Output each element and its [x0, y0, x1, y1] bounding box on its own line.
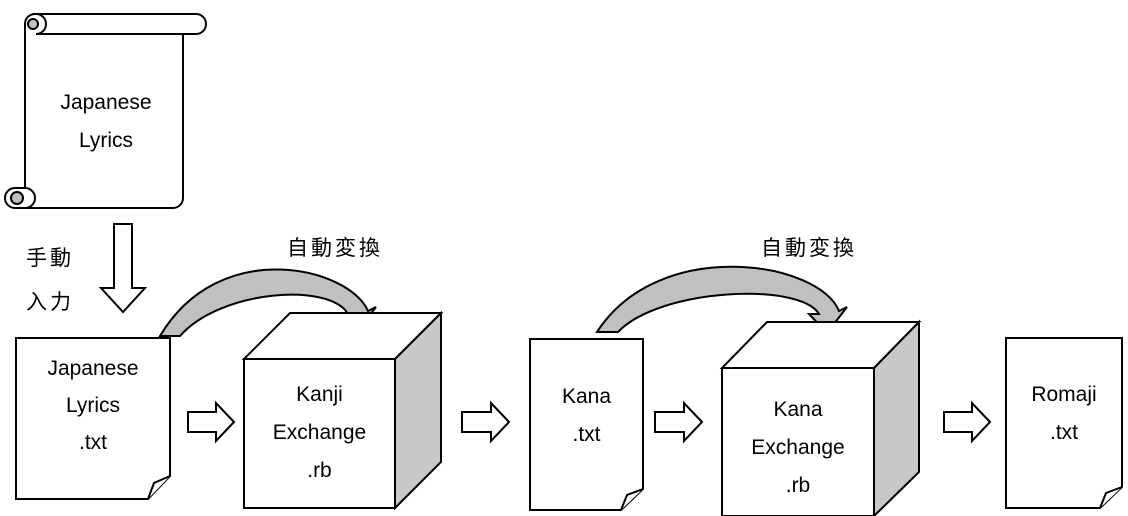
- doc-label-japanese-line-2: Lyrics: [65, 394, 121, 417]
- doc-label-japanese-line-1: Japanese: [47, 357, 139, 380]
- cube-kanji-exchange: [241, 310, 444, 511]
- lyrics-scroll-shape: [4, 12, 207, 209]
- cube-label-kanji-line-2: Exchange: [272, 421, 367, 444]
- step-arrow-3: [654, 400, 704, 444]
- auto-convert-label-2: 自動変換: [761, 236, 857, 260]
- doc-fold-romaji-txt: [1099, 486, 1123, 509]
- cube-label-kanji-exchange: Kanji Exchange .rb: [244, 376, 395, 490]
- cube-label-kanji-line-1: Kanji: [296, 383, 343, 406]
- doc-fold-kana-txt: [620, 488, 644, 511]
- cube-label-kana-exchange: Kana Exchange .rb: [722, 391, 874, 505]
- cube-label-kana-line-2: Exchange: [751, 436, 845, 459]
- cube-label-kana-line-1: Kana: [773, 398, 823, 421]
- scroll-label-line-2: Lyrics: [78, 129, 134, 152]
- step-arrow-1: [187, 400, 236, 444]
- step-arrow-4: [943, 400, 992, 444]
- manual-input-arrow: [98, 223, 148, 314]
- scroll-label: Japanese Lyrics: [36, 84, 176, 160]
- doc-label-kana-txt: Kana .txt: [530, 378, 643, 454]
- doc-label-kana-line-2: .txt: [572, 423, 601, 446]
- cube-label-kana-line-3: .rb: [785, 474, 811, 497]
- doc-label-romaji-line-2: .txt: [1049, 421, 1078, 444]
- doc-label-japanese-line-3: .txt: [78, 431, 107, 454]
- auto-convert-arrow-1: [158, 268, 377, 337]
- manual-input-label: 手動 入力: [26, 236, 74, 324]
- auto-convert-label-1: 自動変換: [287, 236, 383, 260]
- manual-input-line-1: 手動: [26, 246, 74, 270]
- doc-label-romaji-line-1: Romaji: [1031, 383, 1097, 406]
- doc-label-romaji-txt: Romaji .txt: [1006, 376, 1122, 452]
- scroll-label-line-1: Japanese: [60, 91, 152, 114]
- doc-fold-japanese-txt: [147, 475, 171, 500]
- step-arrow-2: [461, 400, 511, 444]
- manual-input-line-2: 入力: [26, 290, 74, 314]
- cube-kana-exchange: [719, 319, 922, 516]
- auto-convert-arrow-2: [595, 265, 848, 335]
- doc-label-japanese-txt: Japanese Lyrics .txt: [16, 350, 170, 461]
- cube-label-kanji-line-3: .rb: [307, 459, 332, 482]
- doc-label-kana-line-1: Kana: [561, 385, 612, 408]
